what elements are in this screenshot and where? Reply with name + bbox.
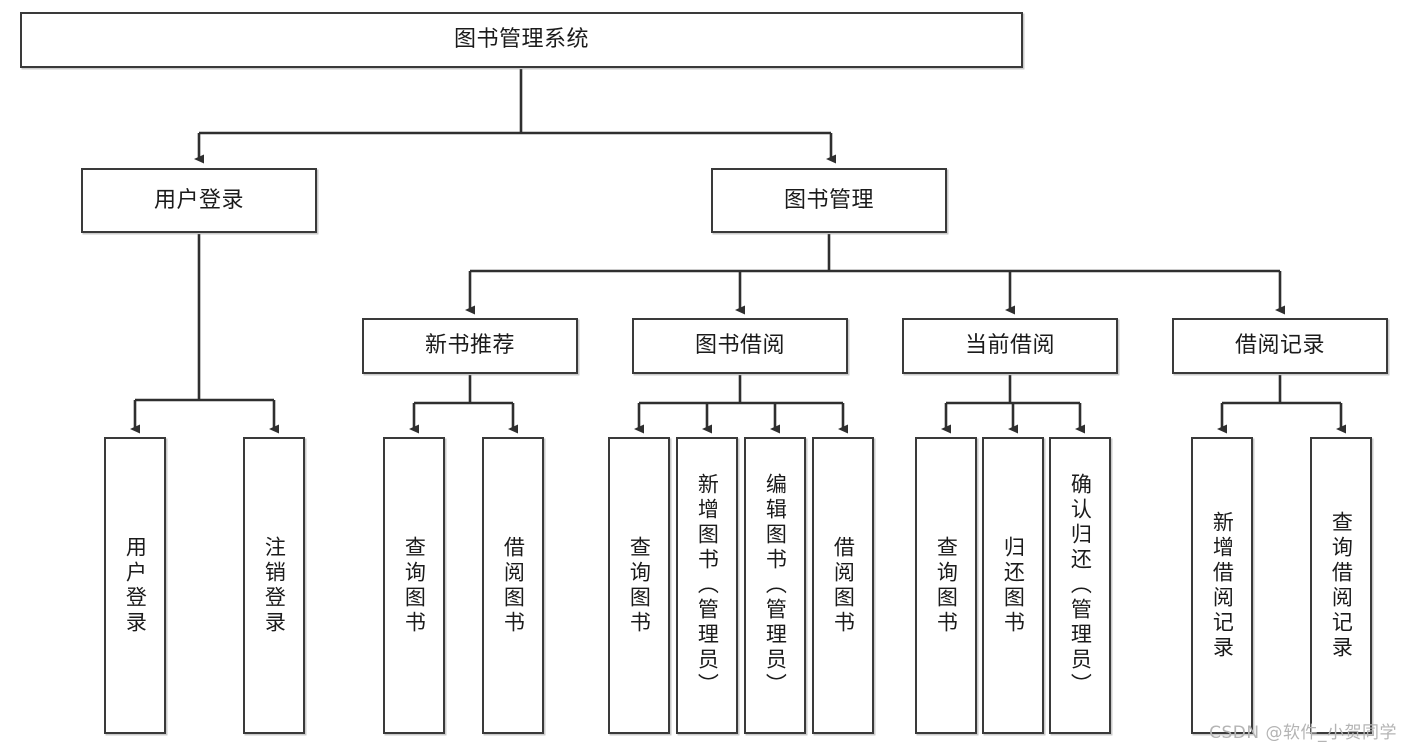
node-leaf-query-book-2[interactable]: 查询图书: [608, 437, 670, 734]
node-leaf-return-book-label: 归还图书: [1001, 535, 1026, 636]
node-book-borrow-label: 图书借阅: [694, 333, 785, 359]
node-leaf-add-record[interactable]: 新增借阅记录: [1191, 437, 1253, 734]
csdn-watermark: CSDN @软件_小贺同学: [1209, 723, 1397, 743]
node-leaf-query-book-1[interactable]: 查询图书: [383, 437, 445, 734]
node-leaf-query-book-3-label: 查询图书: [934, 535, 959, 636]
node-book-management[interactable]: 图书管理: [711, 168, 947, 233]
node-leaf-add-record-label: 新增借阅记录: [1210, 510, 1235, 661]
node-leaf-query-book-1-label: 查询图书: [402, 535, 427, 636]
node-leaf-confirm-return[interactable]: 确认归还（管理员）: [1049, 437, 1111, 734]
node-current-borrow[interactable]: 当前借阅: [902, 318, 1118, 374]
node-borrow-record-label: 借阅记录: [1234, 333, 1325, 359]
node-leaf-borrow-book-1[interactable]: 借阅图书: [482, 437, 544, 734]
node-leaf-edit-book-label: 编辑图书（管理员）: [763, 473, 788, 698]
node-leaf-query-book-2-label: 查询图书: [627, 535, 652, 636]
node-leaf-user-login-label: 用户登录: [123, 535, 148, 636]
node-user-login[interactable]: 用户登录: [81, 168, 317, 233]
node-new-book-recommend-label: 新书推荐: [424, 333, 515, 359]
node-leaf-logout-login-label: 注销登录: [262, 535, 287, 636]
node-book-management-label: 图书管理: [783, 187, 874, 213]
node-leaf-edit-book[interactable]: 编辑图书（管理员）: [744, 437, 806, 734]
node-root-label: 图书管理系统: [453, 27, 589, 53]
node-root[interactable]: 图书管理系统: [20, 12, 1023, 68]
node-leaf-borrow-book-2[interactable]: 借阅图书: [812, 437, 874, 734]
node-leaf-return-book[interactable]: 归还图书: [982, 437, 1044, 734]
node-leaf-add-book-label: 新增图书（管理员）: [695, 473, 720, 698]
node-leaf-query-record[interactable]: 查询借阅记录: [1310, 437, 1372, 734]
node-current-borrow-label: 当前借阅: [964, 333, 1055, 359]
node-borrow-record[interactable]: 借阅记录: [1172, 318, 1388, 374]
node-user-login-label: 用户登录: [153, 187, 244, 213]
node-leaf-borrow-book-1-label: 借阅图书: [501, 535, 526, 636]
node-leaf-confirm-return-label: 确认归还（管理员）: [1068, 473, 1093, 698]
node-book-borrow[interactable]: 图书借阅: [632, 318, 848, 374]
node-leaf-logout-login[interactable]: 注销登录: [243, 437, 305, 734]
node-leaf-query-book-3[interactable]: 查询图书: [915, 437, 977, 734]
node-new-book-recommend[interactable]: 新书推荐: [362, 318, 578, 374]
node-leaf-user-login[interactable]: 用户登录: [104, 437, 166, 734]
node-leaf-add-book[interactable]: 新增图书（管理员）: [676, 437, 738, 734]
node-leaf-query-record-label: 查询借阅记录: [1329, 510, 1354, 661]
node-leaf-borrow-book-2-label: 借阅图书: [831, 535, 856, 636]
